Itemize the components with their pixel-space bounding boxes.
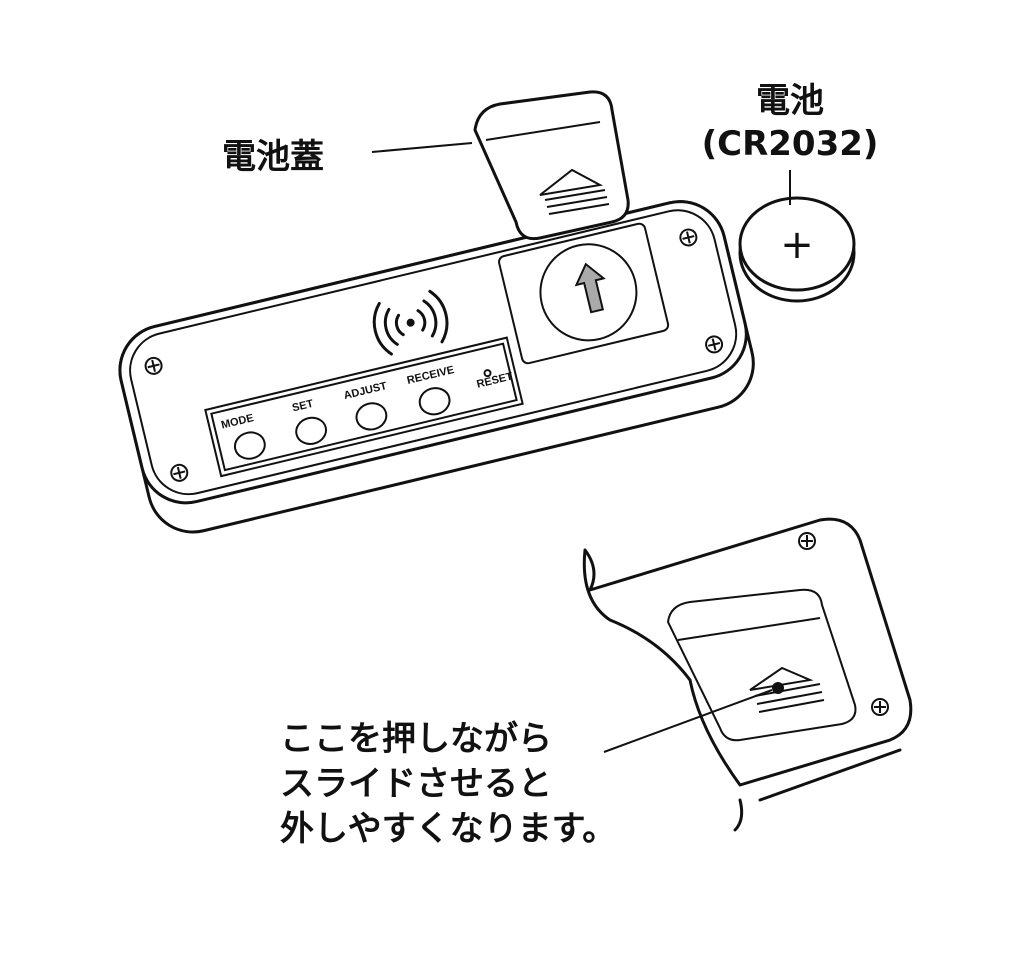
instruction-line-1: ここを押しながら <box>280 719 552 759</box>
press-point[interactable] <box>772 682 784 694</box>
coin-battery: + <box>738 196 856 303</box>
screw-icon <box>705 335 724 354</box>
battery-cover[interactable] <box>473 90 630 241</box>
mode-button[interactable] <box>232 429 267 461</box>
screw-icon <box>679 228 698 247</box>
screw-icon <box>798 532 816 550</box>
screw-icon <box>170 463 189 482</box>
screw-icon <box>144 356 163 375</box>
adjust-button[interactable] <box>354 400 389 432</box>
device-body: MODE SET ADJUST RECEIVE RESET <box>118 200 755 534</box>
reset-button[interactable] <box>483 369 492 378</box>
battery-label: 電池 <box>756 81 824 121</box>
battery-compartment <box>498 222 670 365</box>
instruction-line-2: スライドさせると <box>280 764 552 804</box>
arrow-triangle-icon <box>539 168 610 215</box>
inset-detail <box>582 517 913 832</box>
radio-wave-icon <box>372 289 449 356</box>
instruction-text: ここを押しながら スライドさせると 外しやすくなります。 <box>280 719 616 849</box>
set-button[interactable] <box>294 415 329 447</box>
battery-type-label: (CR2032) <box>702 124 879 164</box>
receive-button[interactable] <box>417 385 452 417</box>
screw-icon <box>871 698 889 716</box>
instruction-line-3: 外しやすくなります。 <box>280 809 616 849</box>
battery-cover-label: 電池蓋 <box>222 137 324 177</box>
set-label: SET <box>291 398 315 415</box>
plus-symbol: + <box>780 222 814 268</box>
